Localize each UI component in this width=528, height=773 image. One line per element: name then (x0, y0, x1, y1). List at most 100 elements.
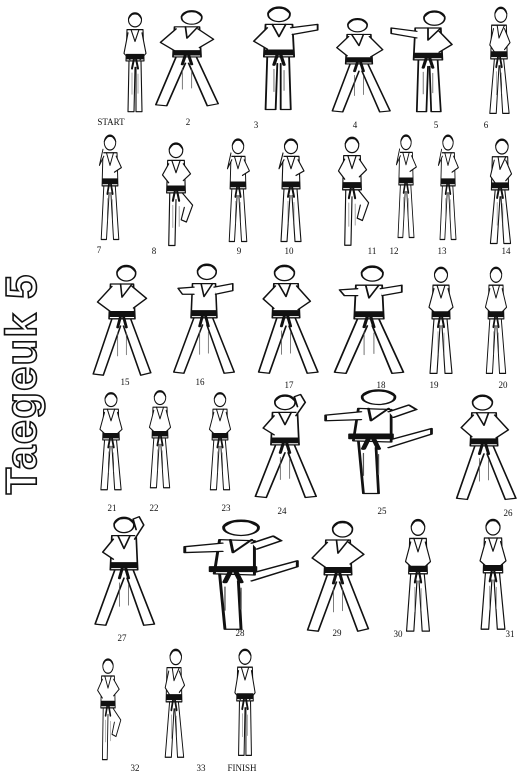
step-label: FINISH (227, 763, 257, 773)
figure-illustration (404, 518, 432, 632)
figure-illustration (154, 10, 220, 107)
step-label: 4 (352, 120, 358, 130)
pose-figure (308, 386, 434, 498)
pose-figure (476, 2, 522, 118)
figure-illustration (489, 6, 511, 114)
figure-illustration (278, 138, 305, 243)
step-label: 25 (377, 506, 387, 516)
pose-figure (476, 134, 524, 248)
step-label: 5 (433, 120, 439, 130)
step-label: 14 (501, 246, 511, 256)
pose-figure (237, 2, 321, 114)
figure-illustration (164, 648, 186, 758)
step-label: 18 (376, 380, 386, 390)
pose-figure (300, 516, 376, 636)
figure-illustration (94, 516, 156, 626)
figure-illustration (98, 134, 122, 241)
step-label: 30 (393, 629, 403, 639)
pose-figure (150, 138, 202, 250)
figure-illustration (252, 6, 319, 111)
step-label: 7 (96, 245, 102, 255)
figure-illustration (208, 392, 232, 491)
pose-figure (216, 134, 260, 246)
figure-illustration (484, 266, 508, 374)
step-label: 12 (389, 246, 399, 256)
step-label: 6 (483, 120, 489, 130)
step-label: 32 (130, 763, 140, 773)
figure-illustration (333, 265, 405, 374)
figure-illustration (455, 394, 517, 501)
figure-illustration (390, 10, 453, 113)
pose-figure (428, 130, 468, 244)
pose-figure (416, 262, 466, 378)
figure-illustration (161, 142, 194, 247)
step-label: 21 (107, 503, 117, 513)
pose-figure (386, 130, 426, 242)
step-label: 10 (284, 246, 294, 256)
figure-illustration (254, 393, 318, 499)
step-label: 15 (120, 377, 130, 387)
step-label: 13 (437, 246, 447, 256)
pose-figure (322, 14, 396, 116)
figure-illustration (489, 138, 513, 245)
step-label: 2 (185, 117, 191, 127)
pose-figure (446, 390, 522, 504)
step-label: 20 (498, 380, 508, 390)
figure-illustration (479, 518, 507, 630)
figure-illustration (437, 134, 459, 241)
figure-illustration (234, 648, 256, 756)
form-title: Taegeuk 5 (0, 273, 47, 496)
figure-illustration (306, 520, 370, 632)
figure-illustration (183, 519, 299, 630)
pose-figure (246, 390, 324, 502)
pose-figure (148, 6, 226, 110)
figure-illustration (257, 264, 319, 374)
pose-figure (86, 260, 158, 380)
step-label: 16 (195, 377, 205, 387)
step-label: 17 (284, 380, 294, 390)
figure-illustration (97, 658, 122, 761)
figure-illustration (395, 134, 417, 239)
pose-figure (138, 386, 182, 492)
figure-illustration (428, 266, 454, 374)
step-label: 33 (196, 763, 206, 773)
pose-figure (388, 6, 468, 116)
figure-illustration (92, 264, 152, 376)
pose-figure (166, 516, 300, 634)
step-label: 29 (332, 628, 342, 638)
step-label: 19 (429, 380, 439, 390)
figure-illustration (123, 12, 147, 113)
pose-figure (88, 388, 134, 494)
figure-illustration (331, 18, 391, 113)
figure-illustration (324, 389, 433, 495)
pose-figure (152, 644, 196, 762)
step-label: 22 (149, 503, 159, 513)
figure-illustration (226, 138, 250, 243)
step-label: 9 (236, 246, 242, 256)
pose-figure (86, 512, 162, 630)
step-label: START (97, 117, 125, 127)
pose-figure (110, 8, 160, 116)
pose-figure (474, 262, 518, 378)
step-label: 8 (151, 246, 157, 256)
pose-figure (88, 130, 132, 244)
pose-figure (168, 260, 240, 378)
pose-figure (248, 260, 324, 378)
step-label: 3 (253, 120, 259, 130)
step-label: 28 (235, 628, 245, 638)
figure-illustration (148, 390, 172, 489)
pose-figure (326, 132, 378, 250)
step-label: 26 (503, 508, 513, 518)
step-label: 11 (367, 246, 377, 256)
pose-figure (266, 134, 316, 246)
pose-figure (88, 654, 128, 764)
pose-figure (466, 514, 520, 634)
step-label: 23 (221, 503, 231, 513)
pose-figure (222, 644, 268, 760)
step-label: 31 (505, 629, 515, 639)
pose-figure (392, 514, 444, 636)
pose-figure (198, 388, 242, 494)
pose-figure (328, 262, 410, 378)
figure-illustration (337, 136, 370, 246)
figure-illustration (172, 263, 236, 374)
